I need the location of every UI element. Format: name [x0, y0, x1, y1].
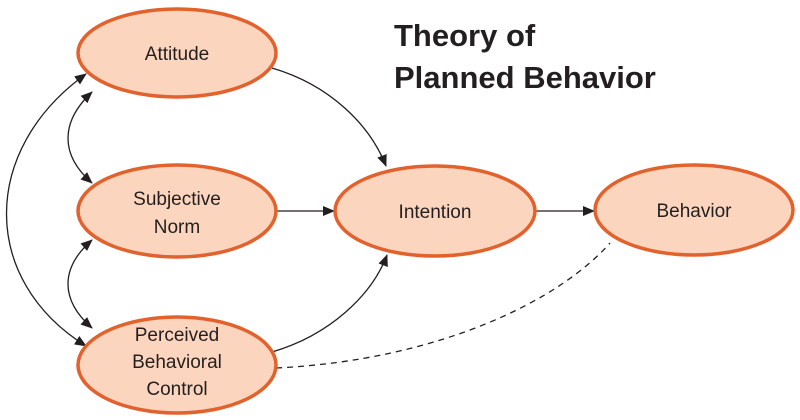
- node-attitude-label: Attitude: [145, 44, 209, 65]
- node-behavior-label: Behavior: [657, 201, 733, 222]
- node-intention-label: Intention: [399, 202, 472, 223]
- node-intention-shape: [333, 164, 537, 258]
- title-line-2: Planned Behavior: [394, 60, 656, 95]
- edges: [5, 67, 611, 369]
- diagram-title: Theory of Planned Behavior: [394, 18, 656, 95]
- node-attitude-shape: [76, 7, 278, 99]
- node-perceived-behavioral-control-label-line-2: Behavioral: [132, 352, 222, 373]
- edge-control-to-behavior-dashed: [275, 242, 611, 369]
- edge-control-to-intention: [271, 254, 388, 353]
- edge-attitude-subjective-norm: [67, 91, 93, 184]
- title-line-1: Theory of: [394, 18, 536, 53]
- node-behavior: Behavior: [593, 163, 795, 257]
- edge-attitude-to-intention: [271, 67, 387, 167]
- node-subjective-norm: Subjective Norm: [76, 163, 278, 259]
- node-subjective-norm-shape: [76, 163, 278, 259]
- node-perceived-behavioral-control-label-line-3: Control: [146, 379, 207, 400]
- node-attitude: Attitude: [76, 7, 278, 99]
- node-behavior-shape: [593, 163, 795, 257]
- edge-attitude-control: [5, 73, 87, 347]
- node-perceived-behavioral-control: Perceived Behavioral Control: [76, 315, 278, 415]
- node-perceived-behavioral-control-label-line-1: Perceived: [135, 325, 220, 346]
- node-intention: Intention: [333, 164, 537, 258]
- edge-subjective-norm-control: [67, 239, 93, 329]
- node-subjective-norm-label-line-2: Norm: [154, 217, 200, 238]
- node-perceived-behavioral-control-shape: [76, 315, 278, 415]
- node-subjective-norm-label-line-1: Subjective: [133, 189, 221, 210]
